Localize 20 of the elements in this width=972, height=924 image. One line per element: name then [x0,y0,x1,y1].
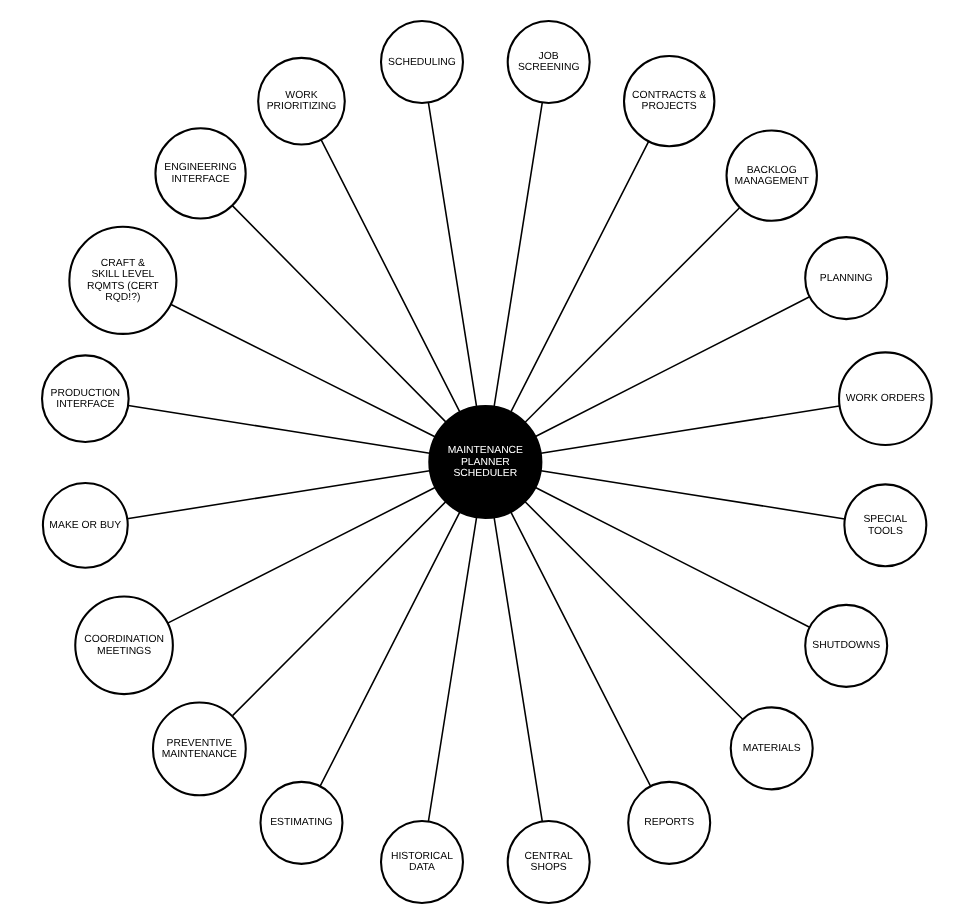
connector [492,101,543,408]
connector [539,470,845,520]
connector [523,501,743,721]
connector [126,404,430,454]
connector [492,516,543,823]
connector [230,204,446,423]
connector [509,511,651,787]
connector [539,405,839,454]
connector [318,511,460,787]
connector [533,296,810,438]
connector [426,101,477,408]
connector [165,486,435,624]
connector [230,501,446,717]
connector [319,139,460,413]
connector [523,207,740,423]
connector [169,303,435,438]
connector [509,140,649,413]
connector [125,470,430,520]
connector [533,486,810,628]
connector [426,516,477,823]
